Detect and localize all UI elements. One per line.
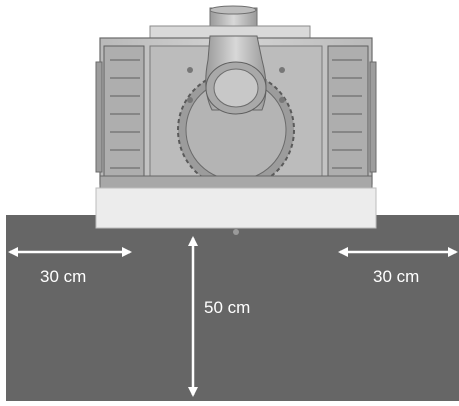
base-plate <box>95 187 377 229</box>
clearance-zone <box>6 215 459 401</box>
left-fins <box>103 45 145 177</box>
left-clearance-label: 30 cm <box>40 267 87 286</box>
heater-unit <box>95 5 377 235</box>
front-clearance-label: 50 cm <box>204 298 251 317</box>
right-clearance-label: 30 cm <box>373 267 420 286</box>
right-fins <box>327 45 369 177</box>
